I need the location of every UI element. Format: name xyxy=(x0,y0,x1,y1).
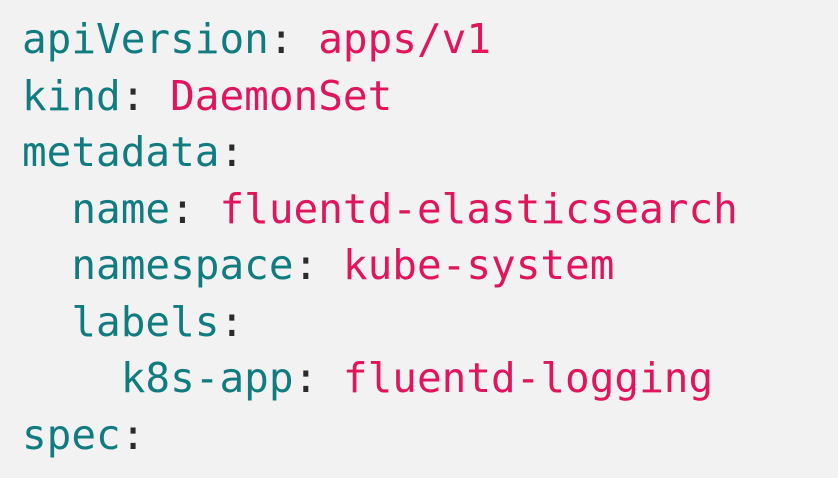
yaml-value: DaemonSet xyxy=(145,71,393,120)
yaml-value: fluentd-logging xyxy=(318,354,714,402)
yaml-colon: : xyxy=(268,15,294,63)
yaml-colon: : xyxy=(219,128,245,176)
yaml-key: apiVersion xyxy=(22,15,269,63)
yaml-colon: : xyxy=(293,354,319,402)
yaml-colon: : xyxy=(120,71,146,120)
yaml-colon: : xyxy=(120,410,146,459)
code-line: labels: xyxy=(22,294,838,351)
yaml-key: k8s-app xyxy=(22,354,294,402)
code-line: metadata: xyxy=(22,124,838,181)
yaml-key: labels xyxy=(22,297,220,346)
code-line: spec: xyxy=(22,407,838,464)
yaml-value: fluentd-elasticsearch xyxy=(194,184,738,233)
yaml-value: apps/v1 xyxy=(293,15,492,63)
yaml-value: kube-system xyxy=(318,241,615,289)
yaml-key: kind xyxy=(22,71,121,120)
yaml-key: name xyxy=(22,184,171,233)
code-line: kind: DaemonSet xyxy=(22,68,838,125)
yaml-colon: : xyxy=(170,184,195,233)
yaml-colon: : xyxy=(219,297,245,346)
code-line: namespace: kube-system xyxy=(22,237,838,294)
code-line: name: fluentd-elasticsearch xyxy=(22,181,838,238)
yaml-colon: : xyxy=(293,241,319,289)
yaml-key: namespace xyxy=(22,241,294,289)
yaml-key: spec xyxy=(22,410,121,459)
code-line: apiVersion: apps/v1 xyxy=(22,11,838,68)
yaml-key: metadata xyxy=(22,128,220,176)
code-line: k8s-app: fluentd-logging xyxy=(22,350,838,407)
